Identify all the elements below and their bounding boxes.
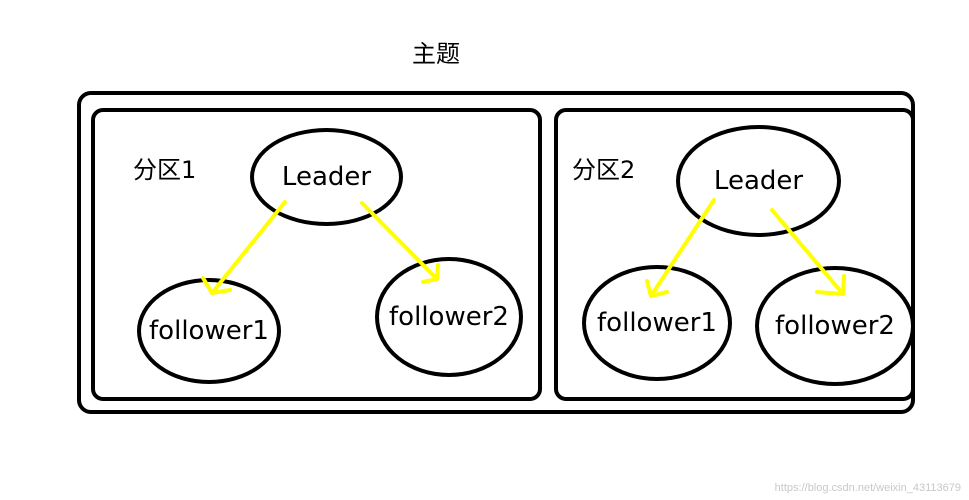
partition-2-follower1-label: follower1 xyxy=(597,308,717,338)
partition-2-leader-node: Leader xyxy=(676,125,841,237)
partition-1-follower1-node: follower1 xyxy=(137,278,281,384)
partition-2-box xyxy=(554,108,915,401)
partition-2-follower1-node: follower1 xyxy=(582,265,732,381)
partition-2-follower2-node: follower2 xyxy=(755,266,915,386)
topic-title: 主题 xyxy=(412,40,460,68)
watermark-url: https://blog.csdn.net/weixin_43113679 xyxy=(774,482,961,494)
partition-2-leader-label: Leader xyxy=(713,166,804,196)
partition-1-leader-label: Leader xyxy=(281,162,372,192)
partition-2-follower2-label: follower2 xyxy=(775,311,895,341)
partition-1-follower2-node: follower2 xyxy=(375,257,523,377)
partition-1-box xyxy=(91,108,542,401)
partition-1-leader-node: Leader xyxy=(250,128,403,226)
partition-2-label: 分区2 xyxy=(572,156,636,184)
partition-1-follower1-label: follower1 xyxy=(149,316,269,346)
partition-1-follower2-label: follower2 xyxy=(389,302,509,332)
partition-1-label: 分区1 xyxy=(133,156,197,184)
